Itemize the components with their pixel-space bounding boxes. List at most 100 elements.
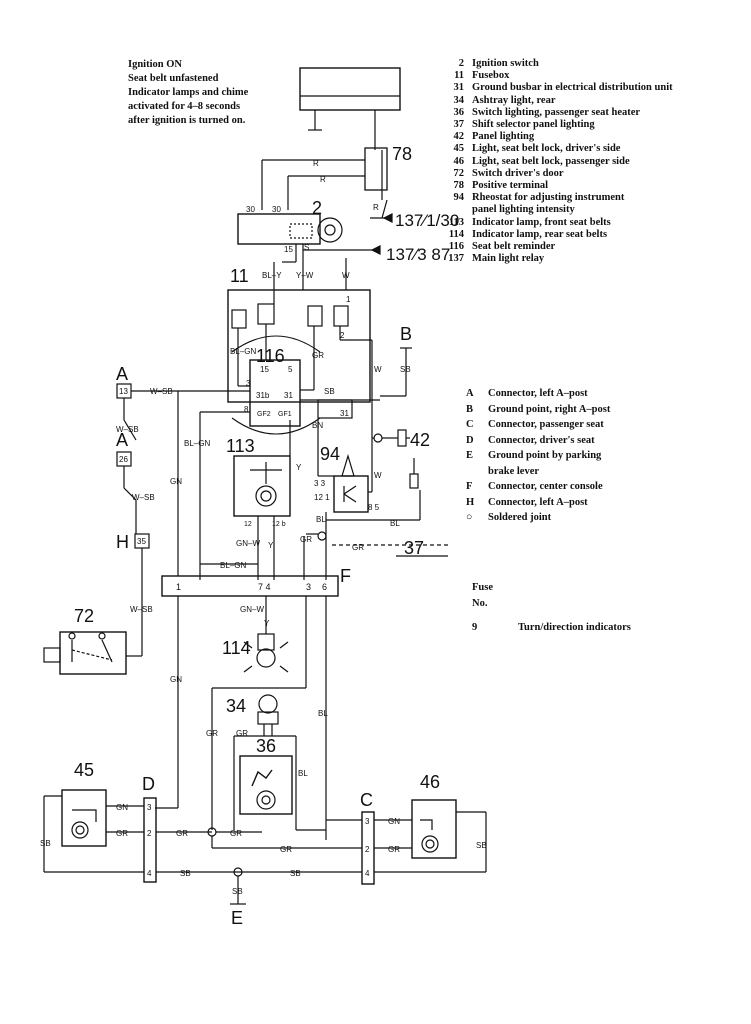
component-label-116: 116 [256,346,285,366]
wire-label-W: W [342,271,350,280]
svg-text:GF2: GF2 [257,411,271,418]
wire-label-GR: GR [300,535,312,544]
svg-text:4: 4 [147,869,152,878]
legend-row: panel lighting intensity [472,204,575,216]
wire-label-Y: Y [264,619,270,628]
wire-label-SB: SB [40,839,51,848]
svg-text:31: 31 [284,391,293,400]
svg-text:2: 2 [147,829,152,838]
wire-label-SB: SB [232,887,243,896]
wire-label-GR: GR [230,829,242,838]
wire-label-W-SB: W–SB [132,493,155,502]
note-line: Seat belt unfastened [128,73,219,84]
component-label-72: 72 [74,606,94,626]
component-label-114: 114 [222,638,251,658]
wire-label-GR: GR [236,729,248,738]
wire-label-GN-W: GN–W [240,605,264,614]
component-label-78: 78 [392,144,412,164]
note-line: Ignition ON [128,59,182,70]
connector-letter-A: A [116,364,128,384]
svg-text:12 1: 12 1 [314,493,330,502]
component-label-46: 46 [420,772,440,792]
svg-text:3: 3 [147,803,152,812]
svg-text:5: 5 [288,365,293,374]
note-line: Indicator lamps and chime [128,87,249,98]
wire-label-GN-W: GN–W [236,539,260,548]
connector-letter-A: A [116,430,128,450]
component-label-45: 45 [74,760,94,780]
svg-text:3: 3 [306,582,311,592]
relay-ref-137-1-30: 137⁄1/30 [395,211,459,230]
component-label-113: 113 [226,436,255,456]
svg-text:30: 30 [246,205,255,214]
wire-label-SB: SB [290,869,301,878]
wire-label-Y-W: Y–W [296,271,314,280]
note-line: activated for 4–8 seconds [128,101,241,112]
condition-note: Ignition ON Seat belt unfastened Indicat… [128,58,248,128]
wire-label-GR: GR [176,829,188,838]
component-label-37: 37 [404,538,424,558]
note-line: after ignition is turned on. [128,115,246,126]
component-label-34: 34 [226,696,246,716]
svg-text:35: 35 [137,537,146,546]
svg-text:2: 2 [340,331,345,340]
wire-label-R: R [320,175,326,184]
connector-letter-C: C [360,790,373,810]
component-label-94: 94 [320,444,340,464]
svg-text:7 4: 7 4 [258,582,271,592]
wire-label-BL-GN: BL–GN [230,347,256,356]
door-switch-72: 72 [43,606,127,675]
fuse-header: Fuse No. [472,582,493,609]
svg-text:12: 12 [244,521,252,528]
svg-text:26: 26 [119,455,128,464]
wire-label-GR: GR [116,829,128,838]
component-label-11: 11 [230,266,249,286]
svg-text:15: 15 [284,245,293,254]
svg-text:4: 4 [365,869,370,878]
svg-text:8: 8 [244,405,249,414]
svg-text:3: 3 [365,817,370,826]
svg-text:30: 30 [272,205,281,214]
svg-text:31: 31 [340,409,349,418]
connector-letter-E: E [231,908,243,928]
wire-label-GN: GN [388,817,400,826]
svg-text:2: 2 [365,845,370,854]
connector-C: C 3 2 4 [360,790,375,885]
wire-label-W-SB: W–SB [150,387,173,396]
component-label-36: 36 [256,736,276,756]
wire-label-GR: GR [352,543,364,552]
wire-label-SB: SB [476,841,487,850]
panel-lighting-42: 42 [373,429,430,489]
indicator-lamp-rear-114: GN–W Y 114 [222,596,289,673]
wire-label-S: S [304,243,309,252]
wire-label-Y: Y [296,463,302,472]
connector-letter-H: H [116,532,129,552]
connector-F: F 1 7 4 3 6 [161,566,351,597]
svg-text:13: 13 [119,387,128,396]
wire-label-GN: GN [170,675,182,684]
wire-label-W: W [374,365,382,374]
seat-heater-switch-36: 36 [239,736,293,815]
component-label-2: 2 [312,198,322,218]
connector-D: D 3 2 4 [142,774,157,883]
svg-text:3 3: 3 3 [314,479,326,488]
